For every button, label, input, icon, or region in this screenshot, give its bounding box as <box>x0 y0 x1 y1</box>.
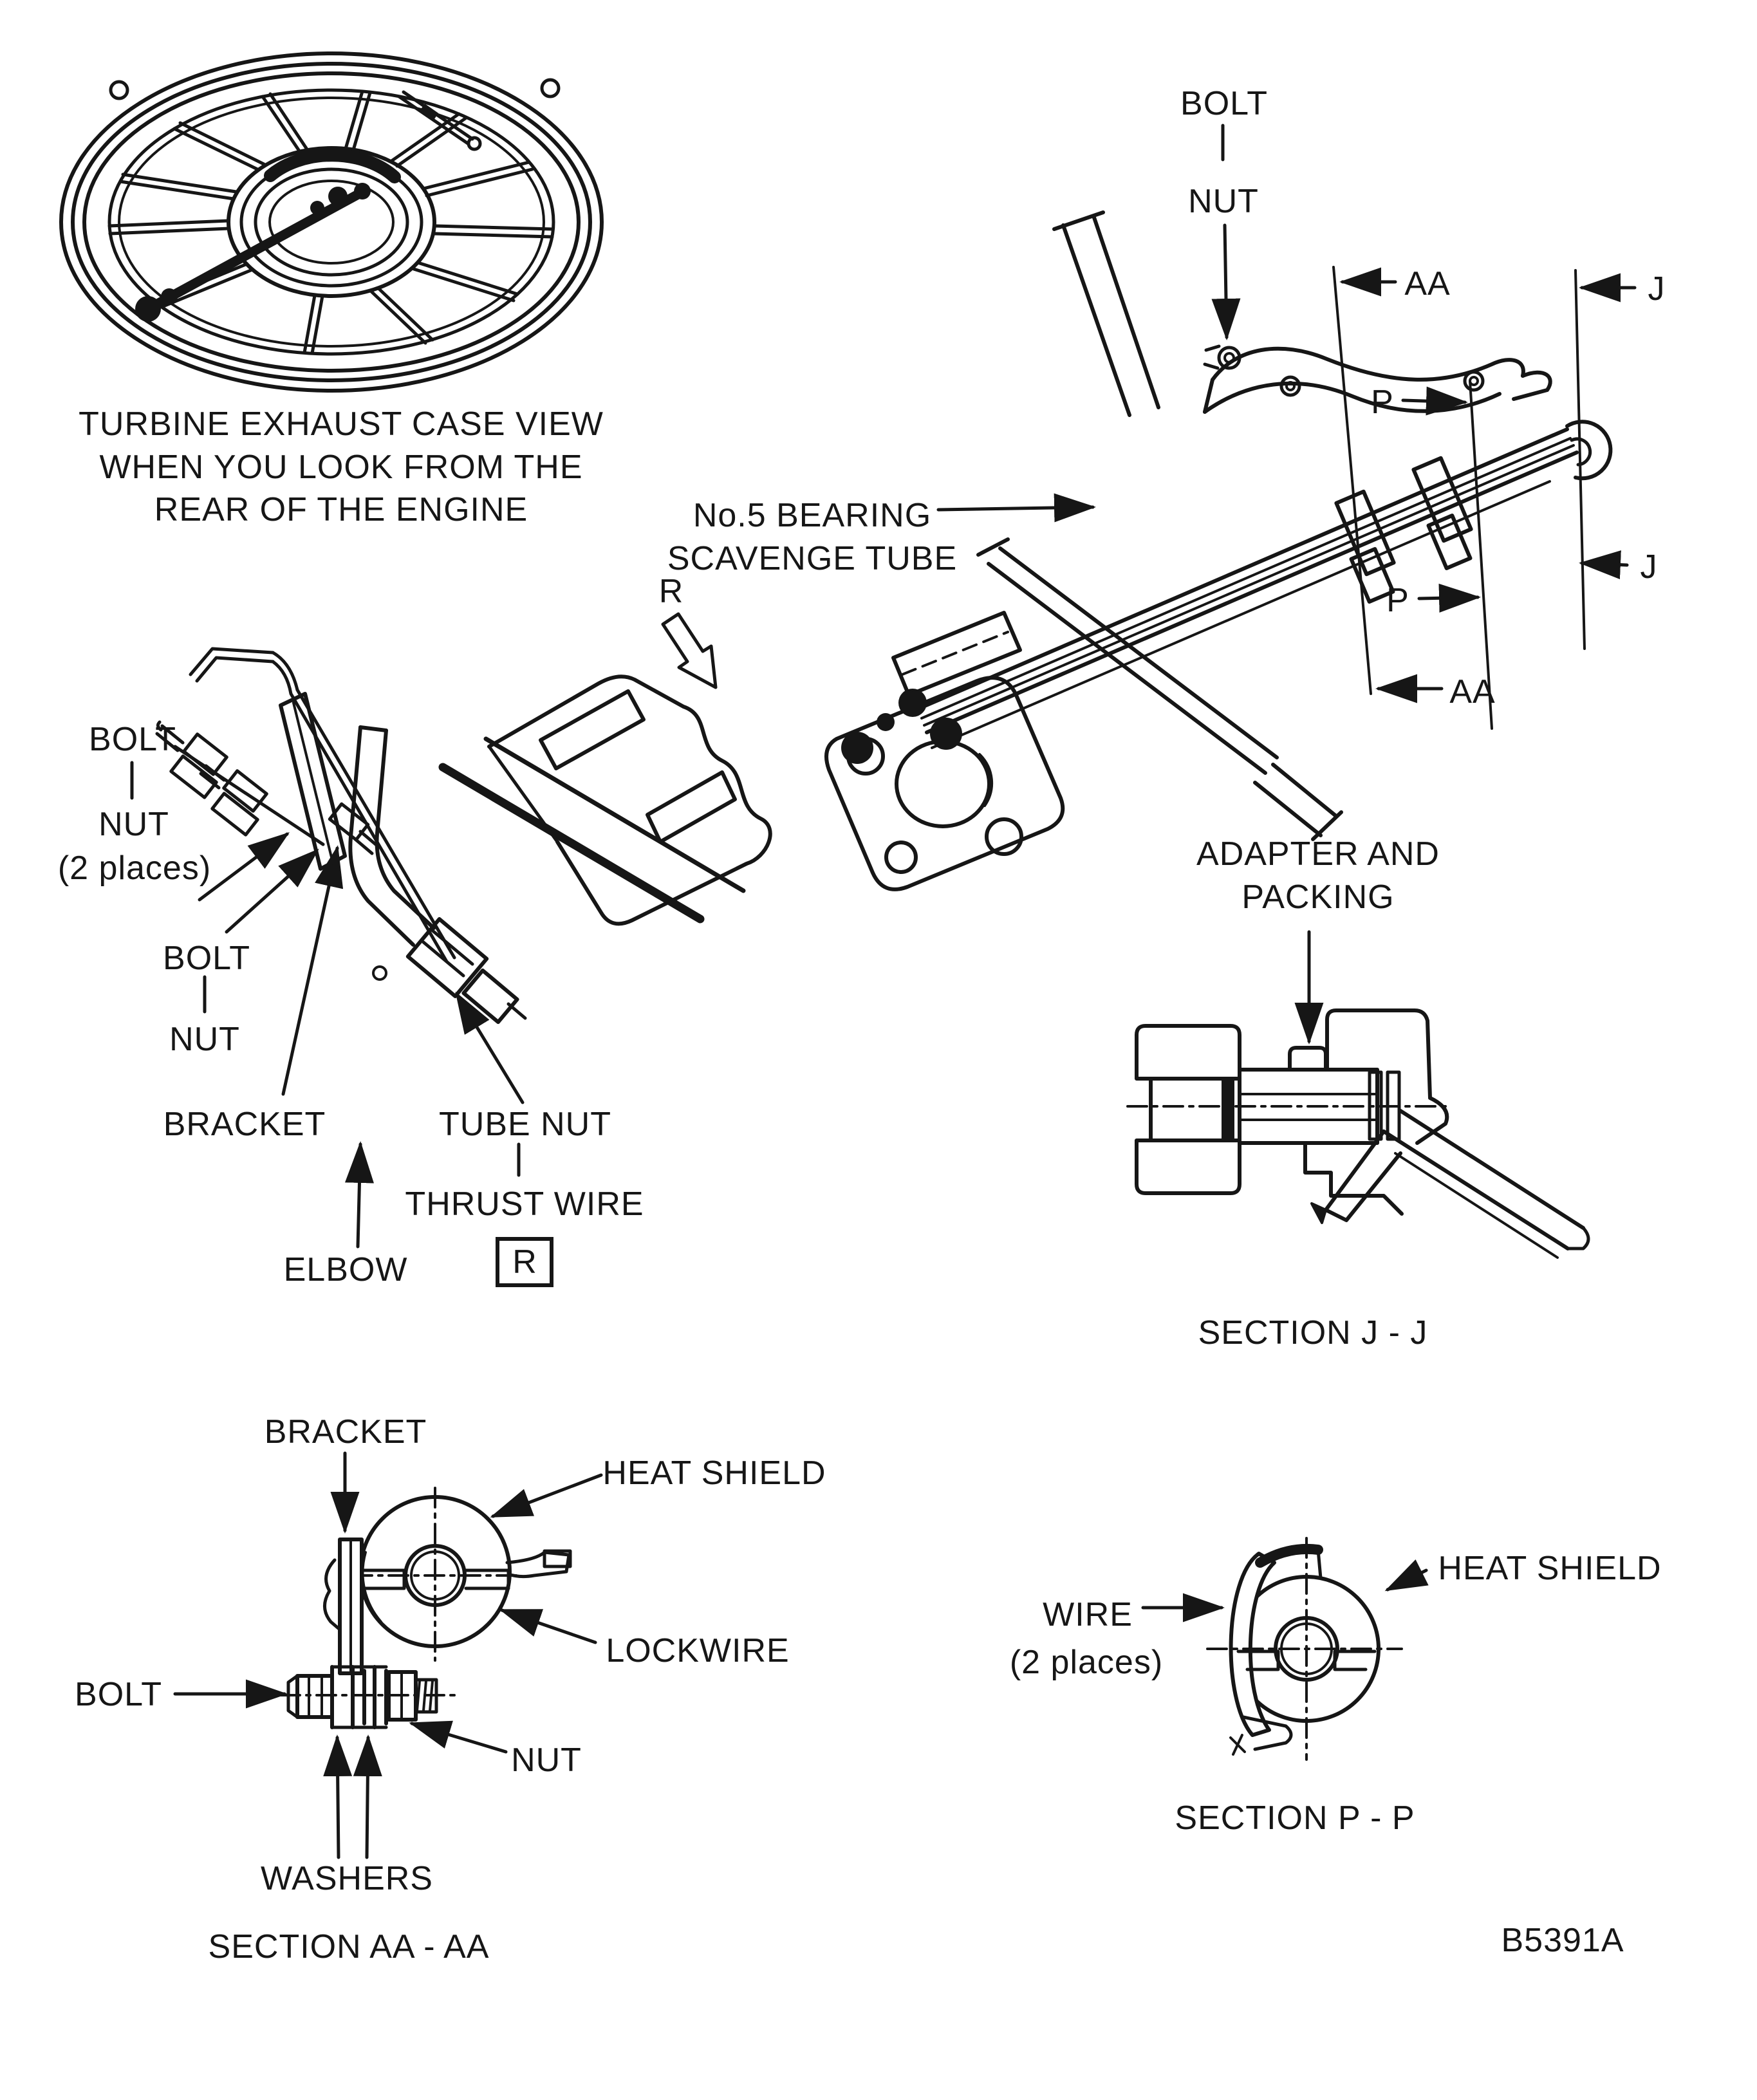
section-line-p <box>1469 380 1493 730</box>
nut-arrow <box>1211 223 1241 340</box>
section-line-aa <box>1332 266 1372 695</box>
adapter-line-1: ADAPTER AND <box>1196 835 1440 873</box>
thrust-wire-line <box>931 480 1551 749</box>
bolt-label-main: BOLT <box>1180 85 1268 122</box>
main-assembly-drawing <box>661 124 1637 891</box>
case-plate <box>438 674 772 926</box>
turbine-exhaust-case-drawing <box>59 51 604 393</box>
caption-line-3: REAR OF THE ENGINE <box>154 491 528 529</box>
thrust-wire <box>189 647 456 963</box>
wire-label: WIRE <box>1043 1596 1133 1633</box>
bolt1-label-elbow: BOLT <box>89 721 176 758</box>
section-aa-caption: SECTION AA - AA <box>208 1928 490 1965</box>
j-label-top: J <box>1648 270 1666 308</box>
elbow-tube <box>348 725 436 981</box>
case-scavenge-tube <box>143 188 366 314</box>
elbow-label: ELBOW <box>283 1251 408 1288</box>
section-aa-drawing <box>173 1451 603 1859</box>
heat-shield-arrow <box>1384 1559 1429 1592</box>
turbine-case-caption: TURBINE EXHAUST CASE VIEW WHEN YOU LOOK … <box>79 403 604 532</box>
adapter-packing-label: ADAPTER AND PACKING <box>1196 833 1440 918</box>
no5-line-2: SCAVENGE TUBE <box>667 539 958 577</box>
nut-label-main: NUT <box>1188 183 1259 220</box>
hub-dark-crescent <box>264 149 401 183</box>
heat-shield-label-aa: HEAT SHIELD <box>602 1454 826 1492</box>
figure-number: B5391A <box>1501 1922 1624 1959</box>
bracket-label-aa: BRACKET <box>264 1413 427 1451</box>
p-label-lower: P <box>1386 582 1409 619</box>
nut2-label-elbow: NUT <box>169 1021 240 1058</box>
aa-label-bottom: AA <box>1449 673 1496 711</box>
no5-arrow <box>936 493 1096 523</box>
caption-line-1: TURBINE EXHAUST CASE VIEW <box>79 405 604 443</box>
elbow-assembly-drawing <box>130 647 772 1249</box>
case-spokes <box>107 89 555 355</box>
aa-label-top: AA <box>1404 265 1451 302</box>
r-boxed-text: R <box>512 1243 537 1281</box>
nut-label-aa: NUT <box>511 1742 582 1779</box>
p-label-upper: P <box>1371 384 1394 421</box>
thrust-wire-label: THRUST WIRE <box>405 1185 644 1223</box>
heat-shield-label-pp: HEAT SHIELD <box>1438 1550 1662 1587</box>
tube-nut-label: TUBE NUT <box>439 1106 611 1143</box>
section-pp-caption: SECTION P - P <box>1175 1799 1415 1837</box>
mounting-flange <box>824 611 1065 891</box>
no5-bearing-label: No.5 BEARING SCAVENGE TUBE <box>667 494 957 580</box>
bolt2-label-elbow: BOLT <box>163 940 250 977</box>
bracket-plate <box>279 692 347 871</box>
section-jj-caption: SECTION J - J <box>1198 1314 1428 1352</box>
section-pp-drawing <box>1141 1537 1429 1761</box>
section-line-j <box>1574 269 1586 650</box>
section-jj-drawing <box>1126 930 1590 1259</box>
r-boxed-label: R <box>496 1237 553 1287</box>
case-probe <box>397 90 482 151</box>
tube-nut <box>405 917 527 1025</box>
adapter-line-2: PACKING <box>1241 878 1395 916</box>
r-direction-arrow <box>661 612 718 689</box>
bolt-label-aa: BOLT <box>75 1676 162 1713</box>
caption-line-2: WHEN YOU LOOK FROM THE <box>99 448 583 486</box>
j-label-lower: J <box>1640 548 1658 586</box>
places-label-pp: (2 places) <box>1009 1644 1164 1681</box>
lockwire-label: LOCKWIRE <box>606 1632 790 1669</box>
r-label-main: R <box>658 573 684 610</box>
washers-label: WASHERS <box>261 1860 433 1897</box>
no5-line-1: No.5 BEARING <box>693 497 932 534</box>
places-label-elbow: (2 places) <box>57 850 212 887</box>
bolt-cluster <box>155 720 379 855</box>
nut1-label-elbow: NUT <box>98 806 169 843</box>
tube-clamps <box>1334 456 1473 604</box>
bracket-label-elbow: BRACKET <box>163 1106 326 1143</box>
bolt-assembly <box>279 1665 456 1729</box>
